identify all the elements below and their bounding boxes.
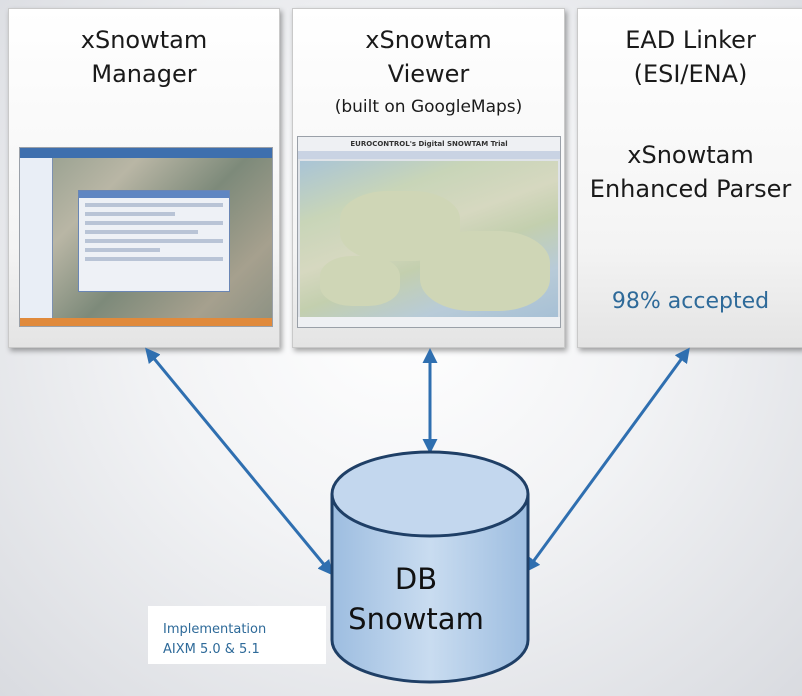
viewer-screenshot-menu <box>298 151 560 159</box>
arrow-manager-db <box>145 347 333 576</box>
implementation-note: Implementation AIXM 5.0 & 5.1 <box>148 606 326 664</box>
viewer-title-line2: Viewer <box>387 60 470 88</box>
viewer-title-line1: xSnowtam <box>365 26 492 54</box>
manager-title-line2: Manager <box>91 60 197 88</box>
parser-title-line1: xSnowtam <box>627 141 754 169</box>
manager-screenshot-sidebar <box>20 158 53 318</box>
ead-linker-title-line1: EAD Linker <box>625 26 756 54</box>
manager-title-line1: xSnowtam <box>80 26 208 54</box>
manager-screenshot-header <box>20 148 272 158</box>
viewer-subtitle: (built on GoogleMaps) <box>334 97 523 117</box>
viewer-screenshot-footer <box>298 317 560 327</box>
xsnowtam-manager-panel: xSnowtam Manager <box>8 8 280 348</box>
xsnowtam-viewer-panel: xSnowtam Viewer (built on GoogleMaps) EU… <box>292 8 565 348</box>
viewer-screenshot: EUROCONTROL's Digital SNOWTAM Trial <box>297 136 561 328</box>
ead-linker-panel: EAD Linker (ESI/ENA) xSnowtam Enhanced P… <box>577 8 802 348</box>
accepted-rate: 98% accepted <box>611 289 770 314</box>
viewer-screenshot-map <box>300 161 558 317</box>
arrow-linker-db <box>525 347 690 573</box>
manager-screenshot <box>19 147 273 327</box>
viewer-screenshot-title: EUROCONTROL's Digital SNOWTAM Trial <box>298 137 560 151</box>
ead-linker-title-line2: (ESI/ENA) <box>633 60 748 88</box>
database-cylinder-icon <box>330 450 530 684</box>
note-line2: AIXM 5.0 & 5.1 <box>163 642 260 657</box>
manager-screenshot-dialog <box>78 190 230 292</box>
manager-screenshot-footer <box>20 318 272 326</box>
parser-title-line2: Enhanced Parser <box>589 175 792 203</box>
db-label-line2: Snowtam <box>348 602 484 636</box>
note-line1: Implementation <box>163 622 267 637</box>
db-label-line1: DB <box>394 562 438 596</box>
